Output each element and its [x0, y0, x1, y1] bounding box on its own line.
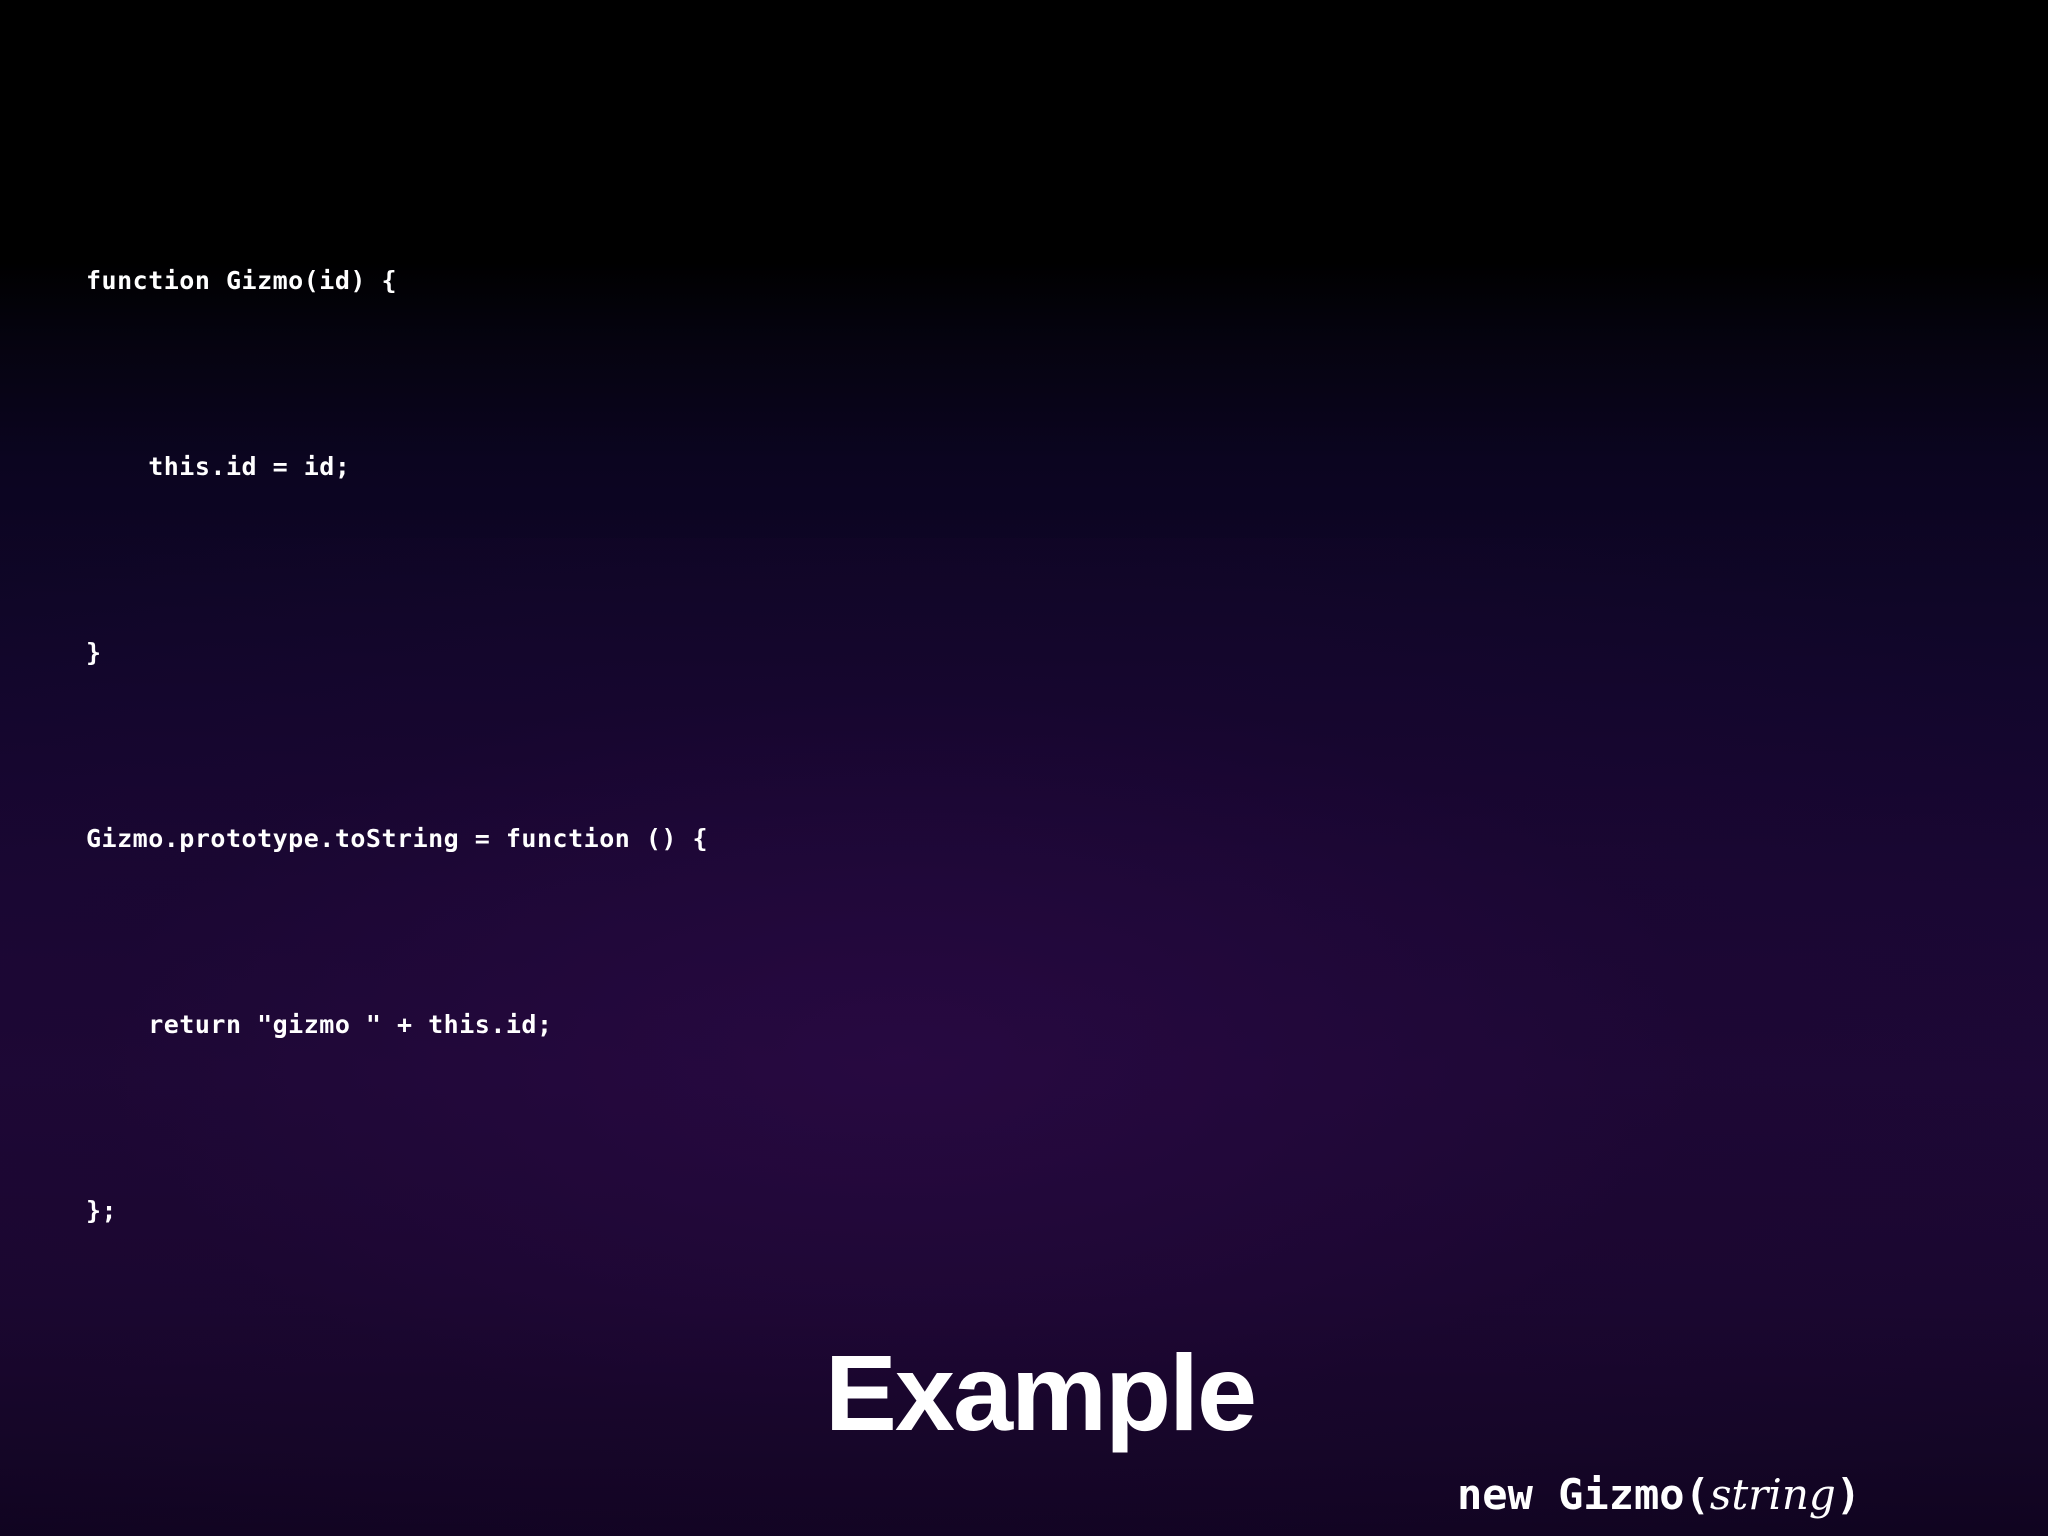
constructor-call-arg: string: [1709, 1470, 1836, 1520]
code-line: }: [86, 638, 102, 667]
code-line: this.id = id;: [86, 452, 351, 481]
constructor-call-mono: new Gizmo(: [1457, 1470, 1710, 1520]
slide-title: Example: [824, 1332, 1257, 1453]
code-line: };: [86, 1196, 118, 1225]
constructor-call-close-paren: ): [1835, 1470, 1862, 1520]
constructor-call-heading: new Gizmo(string): [1457, 1470, 2048, 1519]
code-listing: function Gizmo(id) { this.id = id; } Giz…: [86, 126, 2048, 1366]
code-line: return "gizmo " + this.id;: [86, 1010, 553, 1039]
code-line: Gizmo.prototype.toString = function () {: [86, 824, 709, 853]
code-line: function Gizmo(id) {: [86, 266, 398, 295]
